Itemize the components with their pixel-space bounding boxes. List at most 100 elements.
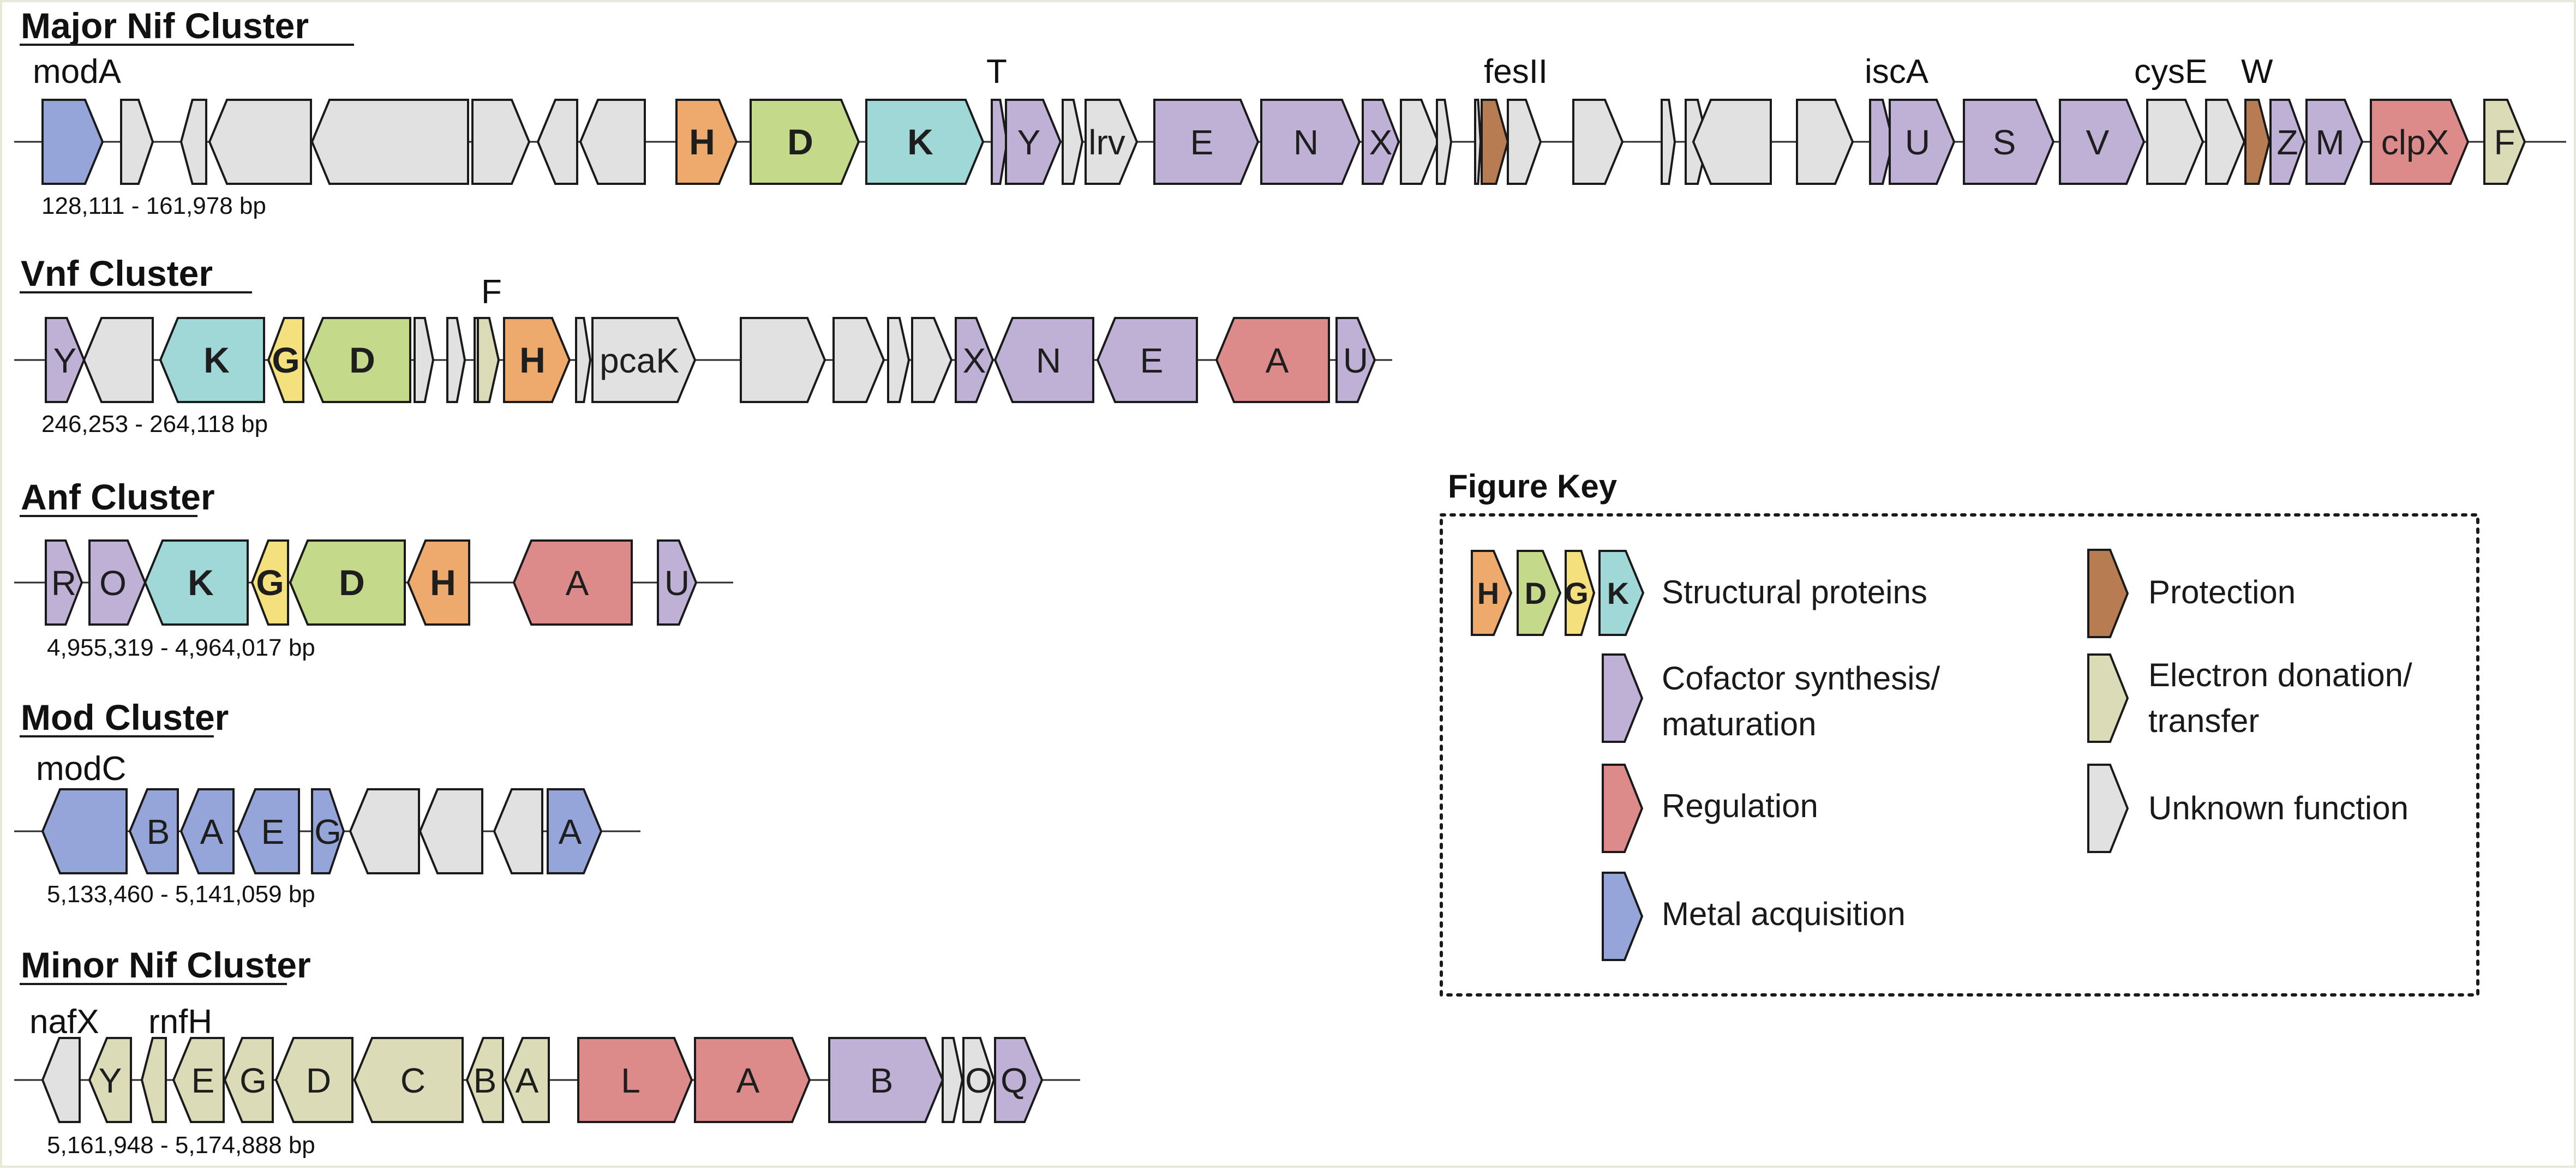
gene-shape bbox=[832, 317, 885, 403]
gene-label: O bbox=[965, 1061, 992, 1100]
gene-arrow bbox=[575, 317, 592, 403]
key-structural-d-arrow: D bbox=[1517, 550, 1562, 636]
gene-label: pcaK bbox=[600, 341, 679, 380]
gene-label: A bbox=[566, 563, 589, 603]
gene-shape bbox=[547, 788, 603, 874]
gene-arrow-x: X bbox=[955, 317, 995, 403]
key-structural-letter: G bbox=[1565, 576, 1589, 610]
gene-shape bbox=[1436, 99, 1453, 185]
gene-shape bbox=[1474, 99, 1482, 185]
key-swatch bbox=[2087, 653, 2129, 743]
gene-shape bbox=[236, 788, 300, 874]
gene-arrow-a: A bbox=[512, 539, 633, 626]
gene-shape bbox=[349, 788, 420, 874]
key-structural-h-arrow: H bbox=[1471, 550, 1513, 636]
mod-cluster-title: Mod Cluster bbox=[21, 697, 229, 737]
gene-shape bbox=[887, 317, 910, 403]
gene-arrow-e: E bbox=[236, 788, 300, 874]
gene-shape bbox=[1362, 99, 1400, 185]
gene-label: M bbox=[2315, 123, 2344, 162]
gene-shape bbox=[45, 317, 86, 403]
gene-arrow-x: X bbox=[1362, 99, 1400, 185]
gene-arrow-h: H bbox=[503, 317, 571, 403]
gene-label: A bbox=[559, 812, 582, 851]
gene-shape bbox=[591, 317, 697, 403]
gene-name-label: fesII bbox=[1484, 53, 1548, 91]
gene-name-label: rnfH bbox=[148, 1003, 212, 1041]
gene-arrow-g: G bbox=[223, 1037, 274, 1123]
gene-arrow-d: D bbox=[274, 1037, 354, 1123]
key-item-unknown: Unknown function bbox=[2087, 764, 2409, 853]
gene-arrow-d: D bbox=[750, 99, 860, 185]
gene-label: F bbox=[2494, 123, 2515, 162]
gene-arrow bbox=[493, 788, 543, 874]
gene-shape bbox=[994, 1037, 1044, 1123]
anf-cluster-title: Anf Cluster bbox=[21, 477, 215, 517]
key-item-regulation: Regulation bbox=[1602, 764, 1818, 853]
gene-shape bbox=[41, 99, 104, 185]
gene-label: D bbox=[349, 340, 375, 380]
gene-label: G bbox=[239, 1061, 267, 1100]
gene-label: E bbox=[191, 1061, 215, 1100]
key-swatch bbox=[2087, 549, 2129, 638]
gene-name-label: F bbox=[481, 273, 502, 311]
gene-label: K bbox=[188, 562, 214, 603]
key-item-metal: Metal acquisition bbox=[1602, 872, 1906, 961]
gene-label: S bbox=[1993, 123, 2016, 162]
gene-arrow bbox=[2146, 99, 2204, 185]
gene-shape bbox=[575, 317, 592, 403]
gene-arrow-e: E bbox=[1153, 99, 1260, 185]
gene-shape bbox=[353, 1037, 464, 1123]
key-item-protection: Protection bbox=[2087, 549, 2296, 638]
gene-label: Q bbox=[1001, 1061, 1028, 1100]
gene-shape bbox=[274, 1037, 354, 1123]
gene-label: Y bbox=[53, 341, 77, 380]
gene-shape bbox=[1692, 99, 1772, 185]
gene-shape bbox=[1507, 99, 1542, 185]
gene-label: U bbox=[664, 563, 690, 603]
gene-label: A bbox=[1266, 341, 1289, 380]
gene-arrow-o: O bbox=[88, 539, 147, 626]
gene-label: G bbox=[256, 562, 284, 603]
key-swatch bbox=[1517, 550, 1562, 636]
gene-name-label: modA bbox=[33, 53, 122, 91]
gene-arrow bbox=[1436, 99, 1453, 185]
gene-shape bbox=[740, 317, 826, 403]
gene-shape bbox=[88, 539, 147, 626]
gene-shape bbox=[208, 99, 312, 185]
gene-shape bbox=[865, 99, 985, 185]
gene-shape bbox=[2244, 99, 2271, 185]
gene-shape bbox=[140, 1037, 167, 1123]
gene-shape bbox=[1889, 99, 1956, 185]
gene-arrow bbox=[536, 99, 578, 185]
gene-label: R bbox=[51, 563, 76, 603]
gene-shape bbox=[1963, 99, 2055, 185]
gene-label: B bbox=[870, 1061, 894, 1100]
gene-shape bbox=[41, 788, 128, 874]
gene-shape bbox=[465, 1037, 504, 1123]
gene-label: D bbox=[306, 1061, 331, 1100]
gene-label: B bbox=[474, 1061, 497, 1100]
gene-label: K bbox=[203, 340, 230, 380]
gene-shape bbox=[143, 539, 249, 626]
gene-shape bbox=[2370, 99, 2470, 185]
gene-shape bbox=[1260, 99, 1361, 185]
gene-arrow-n: N bbox=[1260, 99, 1361, 185]
gene-arrow bbox=[1062, 99, 1084, 185]
gene-arrow-a: A bbox=[179, 788, 235, 874]
gene-shape bbox=[477, 317, 500, 403]
key-swatch bbox=[1598, 550, 1645, 636]
gene-shape bbox=[310, 99, 469, 185]
gene-shape bbox=[1215, 317, 1330, 403]
gene-arrow bbox=[310, 99, 469, 185]
gene-arrow bbox=[1474, 99, 1482, 185]
key-swatch bbox=[1565, 550, 1596, 636]
key-swatch bbox=[1602, 764, 1644, 853]
gene-label: Z bbox=[2277, 123, 2298, 162]
gene-shape bbox=[414, 317, 435, 403]
gene-label: K bbox=[907, 122, 933, 162]
gene-arrow bbox=[1481, 99, 1509, 185]
gene-shape bbox=[267, 317, 304, 403]
